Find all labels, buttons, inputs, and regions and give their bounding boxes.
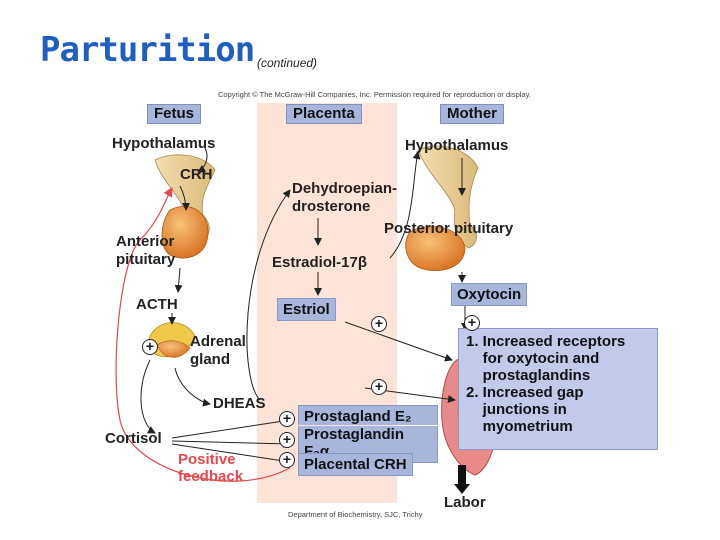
fetal-anterior-pituitary-shape xyxy=(161,206,209,259)
positive-feedback-line-2: feedback xyxy=(178,468,244,485)
cortisol-label: Cortisol xyxy=(105,430,162,447)
fetal-hypothalamus-label: Hypothalamus xyxy=(112,135,216,152)
maternal-hypothalamus-shape xyxy=(417,145,479,249)
footer-credit: Department of Biochemistry, SJC, Trichy xyxy=(288,510,423,519)
header-fetus: Fetus xyxy=(147,104,202,124)
plus-cortisol-pg-f2a: + xyxy=(279,432,295,448)
header-mother: Mother xyxy=(440,104,504,124)
plus-adrenal: + xyxy=(142,339,158,355)
estradiol-label: Estradiol-17β xyxy=(272,254,368,271)
prostaglandin-e2-box: Prostagland E₂ xyxy=(298,405,438,425)
copyright-notice: Copyright © The McGraw-Hill Companies, I… xyxy=(218,90,531,99)
page-title: Parturition xyxy=(40,30,255,70)
acth-label: ACTH xyxy=(136,296,178,313)
adrenal-label-2: gland xyxy=(190,351,230,368)
positive-feedback-line-1: Positive xyxy=(178,451,236,468)
adrenal-label-1: Adrenal xyxy=(190,333,246,350)
plus-prostaglandin: + xyxy=(371,379,387,395)
plus-cortisol-crh: + xyxy=(279,452,295,468)
uterine-effects-box xyxy=(458,328,658,450)
uterine-effects-text: 1. Increased receptors for oxytocin and … xyxy=(466,333,626,435)
oxytocin-box: Oxytocin xyxy=(451,283,528,306)
plus-estriol: + xyxy=(371,316,387,332)
plus-oxytocin: + xyxy=(464,315,480,331)
posterior-pituitary-label: Posterior pituitary xyxy=(384,220,514,237)
plus-cortisol-pg-e2: + xyxy=(279,411,295,427)
fetal-crh-label: CRH xyxy=(180,166,213,183)
labor-label: Labor xyxy=(444,494,486,511)
dhea-label-1: Dehydroepian- xyxy=(292,180,398,197)
anterior-pituitary-label-1: Anterior xyxy=(116,233,175,250)
maternal-hypothalamus-label: Hypothalamus xyxy=(405,137,509,154)
page-subtitle: (continued) xyxy=(257,56,318,70)
placental-crh-box: Placental CRH xyxy=(298,453,413,476)
dhea-label-2: drosterone xyxy=(292,198,371,215)
positive-feedback-label: Positive feedback xyxy=(178,451,243,485)
maternal-posterior-pituitary-shape xyxy=(405,225,466,272)
dheas-label: DHEAS xyxy=(213,395,266,412)
anterior-pituitary-label-2: pituitary xyxy=(116,251,176,268)
header-placenta: Placenta xyxy=(286,104,362,124)
estriol-box: Estriol xyxy=(277,298,336,321)
